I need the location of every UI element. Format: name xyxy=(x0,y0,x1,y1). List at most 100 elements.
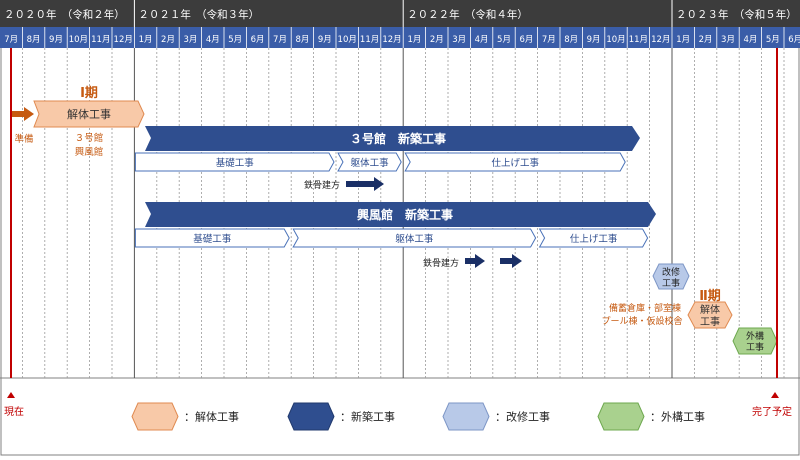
finish-triangle xyxy=(771,392,779,398)
phase2-building-2: プール棟・仮設校舎 xyxy=(601,315,682,327)
koufukan-group: 興風館 新築工事 基礎工事 躯体工事 仕上げ工事 鉄骨建方 xyxy=(134,202,656,269)
legend-label: ：新築工事 xyxy=(340,410,395,424)
month-label: 6月 xyxy=(251,35,265,45)
year-label: ２０２１年 （令和３年） xyxy=(138,8,259,21)
month-label: 8月 xyxy=(564,35,578,45)
phase2-label: Ⅱ期 xyxy=(699,289,721,304)
month-label: 12月 xyxy=(382,35,401,45)
month-band xyxy=(0,27,800,48)
phase1-group: Ⅰ期 準備 解体工事 ３号館 興風館 xyxy=(11,86,145,158)
month-label: 5月 xyxy=(228,35,242,45)
exterior-group: 外構 工事 xyxy=(732,327,778,355)
now-triangle xyxy=(7,392,15,398)
building3-group: ３号館 新築工事 基礎工事 躯体工事 仕上げ工事 鉄骨建方 xyxy=(134,126,640,191)
phase1-building-1: ３号館 xyxy=(75,132,104,144)
month-label: 1月 xyxy=(676,35,690,45)
building3-subtask-label: 基礎工事 xyxy=(216,157,255,169)
year-label: ２０２３年 （令和５年） xyxy=(676,8,797,21)
building3-subtask-label: 躯体工事 xyxy=(351,157,390,169)
exterior-label-line1: 外構 xyxy=(746,330,764,342)
legend-swatch xyxy=(597,402,645,431)
month-label: 11月 xyxy=(91,35,110,45)
building3-steel-arrow xyxy=(346,177,384,191)
koufukan-title: 興風館 新築工事 xyxy=(357,207,453,222)
exterior-label-line2: 工事 xyxy=(746,341,764,353)
koufukan-subtask-bar xyxy=(292,228,537,248)
month-label: 4月 xyxy=(206,35,220,45)
month-label: 10月 xyxy=(69,35,88,45)
building3-title: ３号館 新築工事 xyxy=(350,131,446,146)
finish-label: 完了予定 xyxy=(752,405,792,418)
koufukan-steel-arrow-1 xyxy=(465,254,485,268)
month-label: 2月 xyxy=(161,35,175,45)
building3-subtask-bar xyxy=(404,152,626,172)
phase2-demolition-line1: 解体 xyxy=(700,303,720,316)
month-label: 8月 xyxy=(27,35,41,45)
renovation-label-line1: 改修 xyxy=(662,266,680,278)
month-label: 1月 xyxy=(139,35,153,45)
phase2-demolition-hexagon xyxy=(687,301,733,329)
legend-swatch xyxy=(131,402,179,431)
month-label: 1月 xyxy=(407,35,421,45)
legend-label: ：外構工事 xyxy=(650,411,705,424)
month-label: 7月 xyxy=(273,35,287,45)
building3-subtask-bar xyxy=(337,152,402,172)
month-label: 6月 xyxy=(519,35,533,45)
exterior-hexagon xyxy=(732,327,778,355)
legend-label: ：解体工事 xyxy=(184,410,239,424)
year-label: ２０２２年 （令和４年） xyxy=(407,8,528,21)
phase2-demolition-line2: 工事 xyxy=(700,315,720,328)
koufukan-main-bar xyxy=(145,202,656,227)
koufukan-steel-label: 鉄骨建方 xyxy=(423,257,459,269)
building3-subtasks: 基礎工事 躯体工事 仕上げ工事 xyxy=(134,152,626,172)
month-label: 3月 xyxy=(721,35,735,45)
month-label: 9月 xyxy=(49,35,63,45)
koufukan-subtask-label: 仕上げ工事 xyxy=(570,233,618,245)
month-label: 3月 xyxy=(452,35,466,45)
phase1-demolition-label: 解体工事 xyxy=(67,107,111,121)
building3-subtask-bar xyxy=(134,152,335,172)
renovation-hexagon xyxy=(652,263,690,290)
building3-main-bar xyxy=(145,126,640,151)
koufukan-subtask-bar xyxy=(538,228,649,248)
month-label: 4月 xyxy=(475,35,489,45)
month-label: 12月 xyxy=(651,35,670,45)
year-label: ２０２０年 （令和２年） xyxy=(4,8,125,21)
building3-steel-label: 鉄骨建方 xyxy=(304,179,340,191)
month-label: 9月 xyxy=(318,35,332,45)
month-label: 2月 xyxy=(699,35,713,45)
month-label: 3月 xyxy=(183,35,197,45)
month-label: 10月 xyxy=(606,35,625,45)
month-label: 11月 xyxy=(360,35,379,45)
building3-subtask-label: 仕上げ工事 xyxy=(491,157,539,169)
koufukan-subtask-bar xyxy=(134,228,290,248)
legend-swatch xyxy=(442,402,490,431)
koufukan-subtask-label: 基礎工事 xyxy=(193,233,232,245)
koufukan-steel-arrow-2 xyxy=(500,254,522,268)
koufukan-subtasks: 基礎工事 躯体工事 仕上げ工事 xyxy=(134,228,649,248)
legend-label: ：改修工事 xyxy=(495,410,550,424)
month-label: 4月 xyxy=(743,35,757,45)
phase1-label: Ⅰ期 xyxy=(80,86,98,101)
now-label: 現在 xyxy=(4,406,24,418)
phase1-building-2: 興風館 xyxy=(75,146,104,158)
month-label: 2月 xyxy=(430,35,444,45)
timeline-header: ２０２０年 （令和２年） ２０２１年 （令和３年） ２０２２年 （令和４年） ２０２３… xyxy=(0,0,800,48)
month-label: 12月 xyxy=(114,35,133,45)
renovation-group: 改修 工事 xyxy=(652,263,690,290)
month-label: 6月 xyxy=(788,35,800,45)
month-label: 10月 xyxy=(338,35,357,45)
koufukan-subtask-label: 躯体工事 xyxy=(395,233,434,245)
month-label: 5月 xyxy=(766,35,780,45)
markers: 現在 完了予定 xyxy=(4,48,792,418)
prep-label: 準備 xyxy=(14,133,33,145)
month-label: 8月 xyxy=(295,35,309,45)
phase2-group: Ⅱ期 備蓄倉庫・部室棟 プール棟・仮設校舎 解体 工事 xyxy=(601,289,733,329)
phase1-demolition-bar xyxy=(33,100,145,128)
month-label: 5月 xyxy=(497,35,511,45)
renovation-label-line2: 工事 xyxy=(662,277,680,289)
month-label: 7月 xyxy=(542,35,556,45)
